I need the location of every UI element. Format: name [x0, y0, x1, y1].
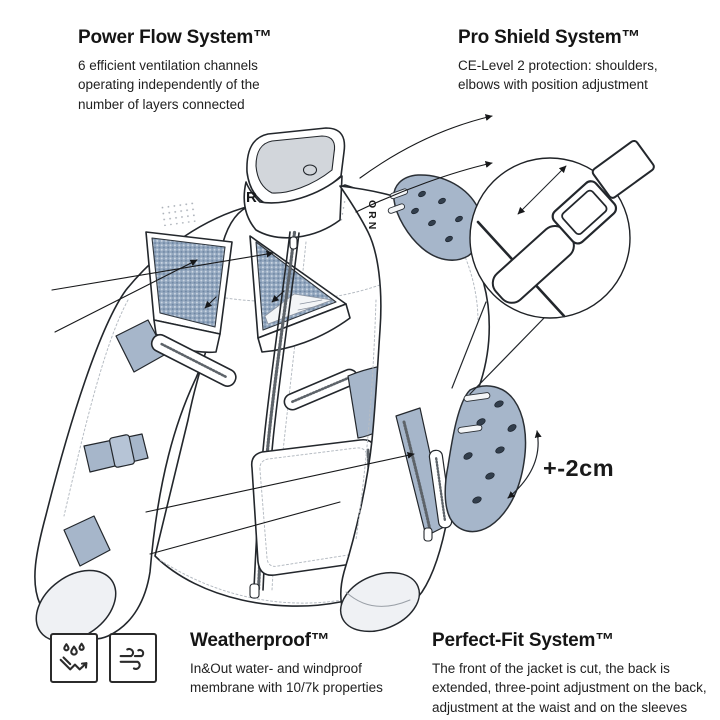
feature-weatherproof: Weatherproof™ In&Out water- and windproo… — [190, 630, 435, 698]
sleeve-vent-zipper — [395, 407, 447, 542]
windproof-icon — [109, 633, 157, 683]
windproof-icon-glyph — [119, 647, 145, 670]
zipper-slider — [249, 583, 260, 599]
sleeve-strap-forearm — [83, 433, 149, 473]
elbow-protector — [444, 385, 527, 533]
feature-description: 6 efficient ventilation channels operati… — [78, 58, 260, 112]
feature-description: In&Out water- and windproof membrane wit… — [190, 661, 383, 696]
weatherproof-icons — [50, 633, 157, 683]
adjustment-range-label: +-2cm — [543, 455, 614, 481]
elbow-adjustment: +-2cm — [507, 430, 614, 499]
hip-pocket-left — [150, 333, 237, 387]
water-repellent-icon-glyph — [59, 642, 88, 671]
feature-title: Power Flow System™ — [78, 27, 272, 48]
feature-description: The front of the jacket is cut, the back… — [432, 661, 707, 715]
right-sleeve — [339, 185, 491, 633]
collar-logo: R — [246, 189, 257, 206]
weatherproof-leader-lines — [145, 451, 415, 555]
feature-title: Perfect-Fit System™ — [432, 630, 615, 651]
feature-title: Weatherproof™ — [190, 630, 330, 651]
feature-perfect-fit: Perfect-Fit System™ The front of the jac… — [432, 630, 720, 717]
sleeve-cuff-strap — [63, 515, 111, 567]
feature-description: CE-Level 2 protection: shoulders, elbows… — [458, 58, 658, 93]
adjustment-direction-arrow — [517, 165, 567, 215]
water-repellent-icon — [50, 633, 98, 683]
strap-end — [591, 139, 655, 199]
feature-title: Pro Shield System™ — [458, 27, 641, 48]
ventilation-leader-lines — [51, 250, 285, 333]
feature-power-flow: Power Flow System™ 6 efficient ventilati… — [78, 27, 313, 114]
brand-placket-text: ORN — [366, 200, 378, 232]
collar: R — [243, 127, 346, 239]
strap-buckle — [551, 180, 618, 245]
feature-pro-shield: Pro Shield System™ CE-Level 2 protection… — [458, 27, 708, 95]
magnifier-detail — [451, 139, 655, 395]
zipper-pull — [289, 236, 298, 250]
shield-leader-arrows — [355, 114, 493, 213]
